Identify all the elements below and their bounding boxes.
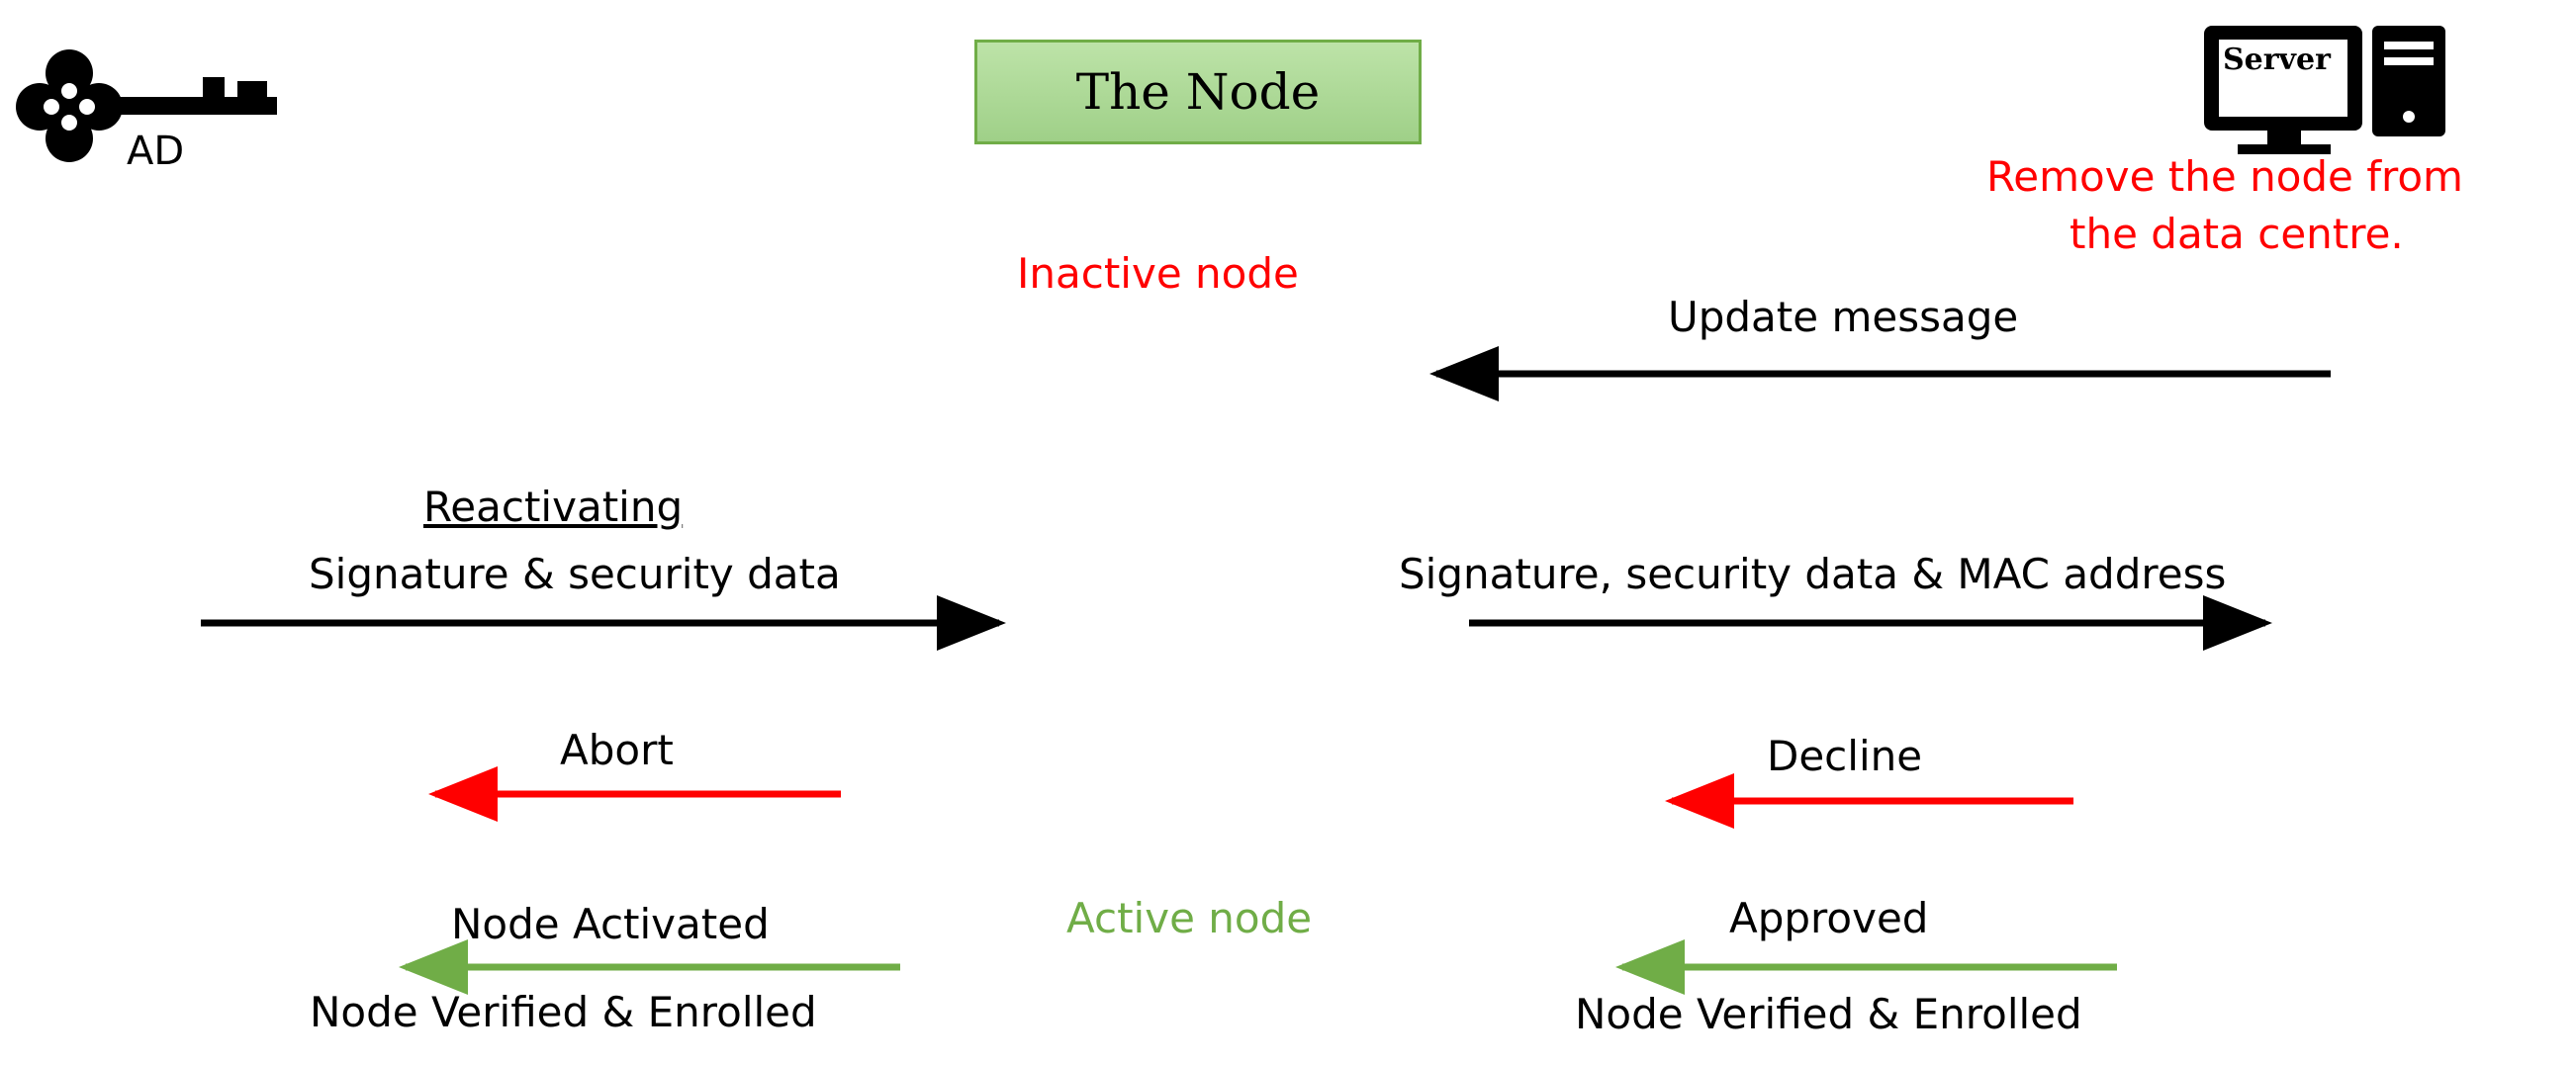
approved-label: Approved <box>1729 894 1929 942</box>
decline-label: Decline <box>1767 732 1923 780</box>
server-note-line1: Remove the node from <box>1986 152 2463 201</box>
server-icon <box>2204 26 2445 154</box>
abort-label: Abort <box>560 726 674 774</box>
signature-mac-label: Signature, security data & MAC address <box>1399 550 2227 598</box>
key-icon <box>16 49 277 162</box>
inactive-node-state: Inactive node <box>1017 249 1299 298</box>
node-activated-label: Node Activated <box>451 900 770 948</box>
reactivating-label: Reactivating <box>423 483 684 531</box>
node-title: The Node <box>1075 63 1321 121</box>
node-title-box: The Node <box>974 40 1422 144</box>
server-label: Server <box>2223 43 2331 77</box>
active-node-state: Active node <box>1066 894 1313 942</box>
verified-enrolled-left-label: Node Verified & Enrolled <box>310 988 817 1036</box>
server-note-line2: the data centre. <box>2070 210 2404 258</box>
verified-enrolled-right-label: Node Verified & Enrolled <box>1575 990 2082 1038</box>
update-message-label: Update message <box>1668 293 2019 341</box>
signature-security-label: Signature & security data <box>309 550 841 598</box>
ad-label: AD <box>127 129 185 174</box>
